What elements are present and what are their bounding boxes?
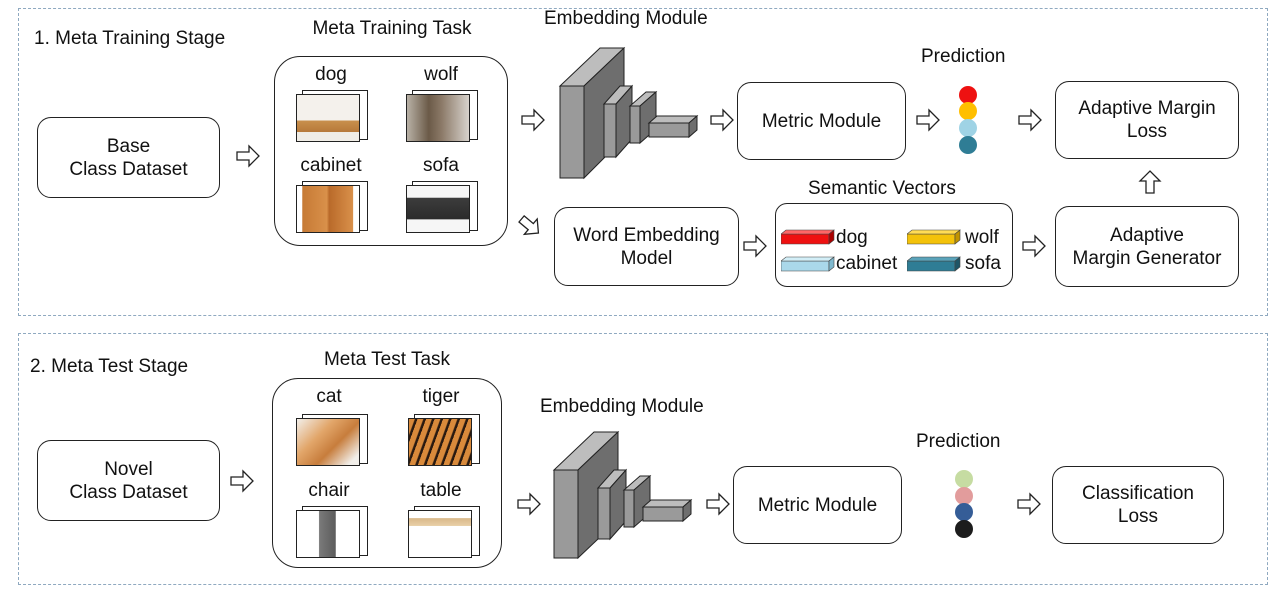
dog-image — [296, 90, 368, 144]
animal-label-dog: dog — [315, 64, 347, 85]
animal-label-sofa: sofa — [423, 155, 459, 176]
metric-module-box-1: Metric Module — [737, 82, 906, 160]
cat-image — [296, 414, 368, 468]
embedding-module-title-1: Embedding Module — [544, 8, 708, 29]
animal-label-chair: chair — [308, 480, 350, 501]
prediction-dot — [955, 470, 973, 488]
up-arrow-icon — [1138, 170, 1162, 194]
semantic-label-wolf: wolf — [965, 227, 999, 248]
adaptive-margin-generator-box: Adaptive Margin Generator — [1055, 206, 1239, 287]
animal-label-tiger: tiger — [422, 386, 460, 407]
prediction-dot — [955, 503, 973, 521]
prediction-title-1: Prediction — [921, 46, 1006, 67]
diagonal-arrow-icon — [518, 214, 542, 238]
semantic-vector-wolf — [906, 229, 961, 250]
arrow-icon — [230, 469, 254, 493]
embedding-module-title-2: Embedding Module — [540, 396, 704, 417]
semantic-vector-sofa — [906, 256, 961, 277]
arrow-icon — [1022, 234, 1046, 258]
meta-training-task-title: Meta Training Task — [312, 18, 472, 39]
prediction-dot — [955, 487, 973, 505]
meta-test-stage-panel — [18, 333, 1268, 585]
arrow-icon — [1018, 108, 1042, 132]
animal-label-cat: cat — [316, 386, 342, 407]
wolf-image — [406, 90, 478, 144]
prediction-dot — [959, 102, 977, 120]
tiger-image — [408, 414, 480, 468]
semantic-vector-dog — [780, 229, 835, 250]
semantic-vectors-box — [775, 203, 1013, 287]
novel-class-dataset-box: Novel Class Dataset — [37, 440, 220, 521]
stage1-title: 1. Meta Training Stage — [34, 28, 226, 49]
word-embedding-model-box: Word Embedding Model — [554, 207, 739, 286]
arrow-icon — [521, 108, 545, 132]
arrow-icon — [1017, 492, 1041, 516]
arrow-icon — [517, 492, 541, 516]
table-image — [408, 506, 480, 560]
embedding-module-network-2 — [550, 424, 695, 564]
semantic-vector-cabinet — [780, 256, 835, 277]
meta-training-stage-panel — [18, 8, 1268, 316]
semantic-label-sofa: sofa — [965, 253, 1001, 274]
prediction-title-2: Prediction — [916, 431, 1001, 452]
semantic-vectors-title: Semantic Vectors — [808, 178, 956, 199]
adaptive-margin-loss-box: Adaptive Margin Loss — [1055, 81, 1239, 159]
arrow-icon — [236, 144, 260, 168]
arrow-icon — [743, 234, 767, 258]
animal-label-cabinet: cabinet — [300, 155, 362, 176]
animal-label-table: table — [420, 480, 462, 501]
prediction-dot — [959, 136, 977, 154]
base-class-dataset-box: Base Class Dataset — [37, 117, 220, 198]
arrow-icon — [710, 108, 734, 132]
arrow-icon — [706, 492, 730, 516]
stage2-title: 2. Meta Test Stage — [30, 356, 189, 377]
prediction-dot — [959, 86, 977, 104]
metric-module-box-2: Metric Module — [733, 466, 902, 544]
prediction-dot — [955, 520, 973, 538]
semantic-label-dog: dog — [836, 227, 868, 248]
cabinet-image — [296, 181, 368, 235]
animal-label-wolf: wolf — [424, 64, 458, 85]
semantic-label-cabinet: cabinet — [836, 253, 898, 274]
sofa-image — [406, 181, 478, 235]
classification-loss-box: Classification Loss — [1052, 466, 1224, 544]
arrow-icon — [916, 108, 940, 132]
embedding-module-network — [556, 40, 701, 180]
chair-image — [296, 506, 368, 560]
prediction-dot — [959, 119, 977, 137]
meta-test-task-title: Meta Test Task — [323, 349, 451, 370]
